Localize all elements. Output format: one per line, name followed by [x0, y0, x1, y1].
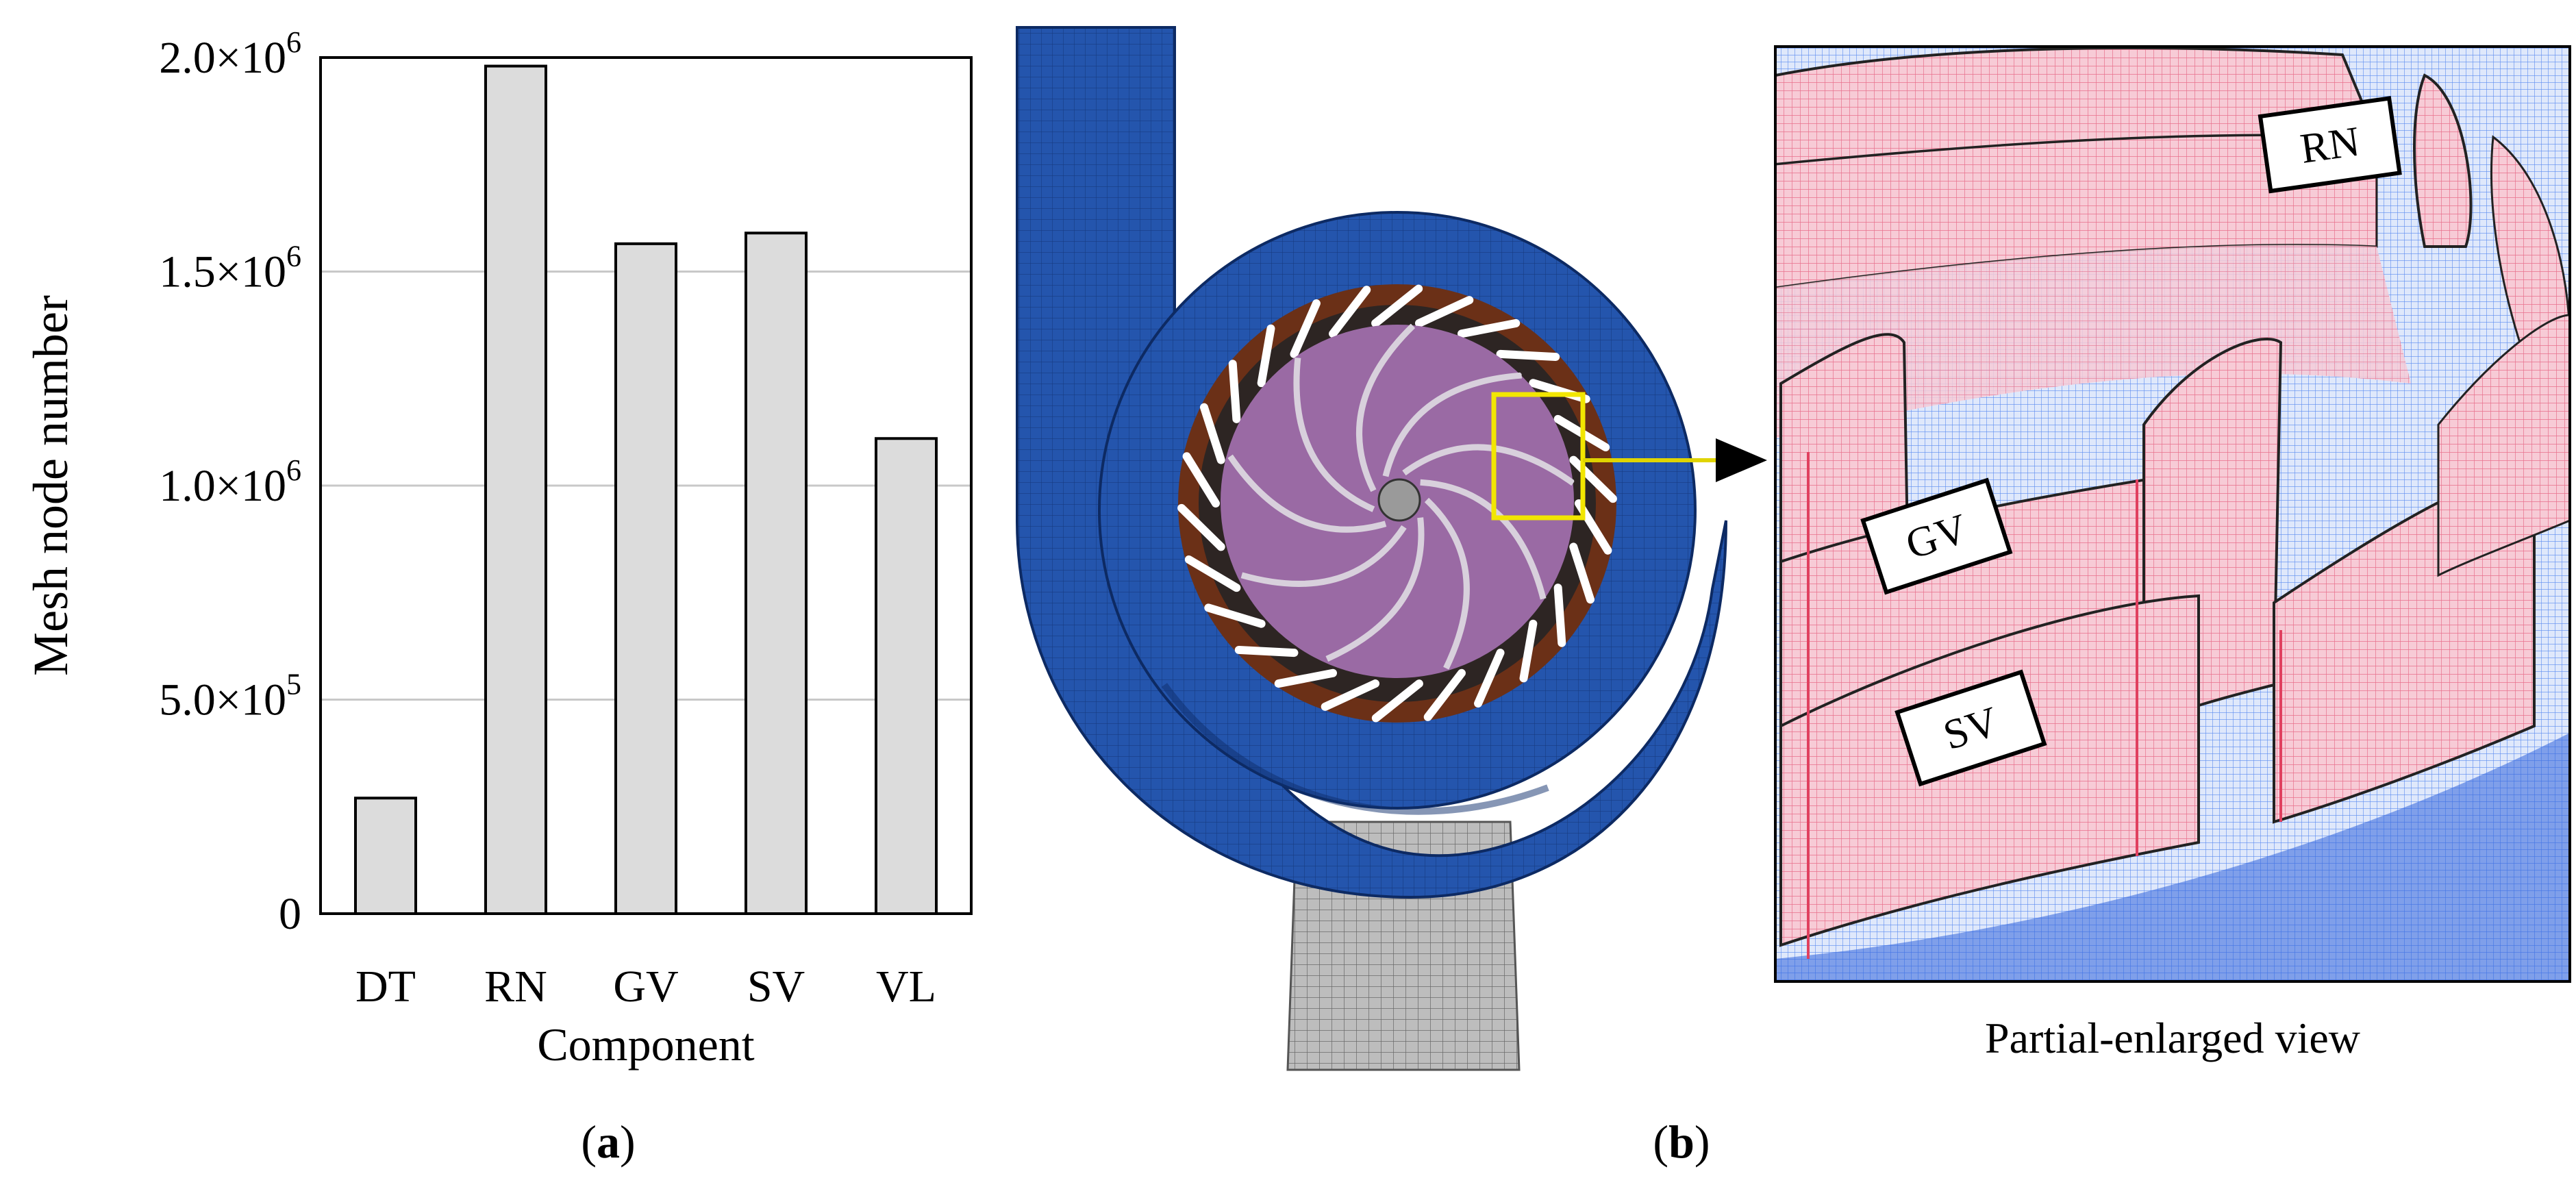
vane: [1569, 455, 1617, 503]
impeller-blades: [1227, 323, 1575, 670]
x-axis-label: Component: [537, 1018, 754, 1070]
bar-vl: [875, 437, 938, 915]
vane: [1177, 503, 1225, 551]
y-tick-labels: 0 5.0×105 1.0×106 1.5×106 2.0×106: [159, 25, 301, 939]
vane: [1553, 584, 1566, 647]
x-tick-label: RN: [484, 962, 547, 1012]
zoom-arrow-icon: [1716, 438, 1767, 482]
impeller-blade: [1356, 323, 1416, 492]
x-tick-labels: DT RN GV SV VL: [355, 962, 936, 1012]
vane: [1228, 360, 1241, 423]
vane: [1321, 679, 1380, 711]
vane: [1204, 603, 1266, 628]
vane: [1290, 299, 1321, 358]
vane: [1234, 645, 1299, 658]
impeller-blade: [1325, 517, 1425, 662]
label-rn: RN: [2258, 96, 2402, 194]
y-tick-label: 0: [279, 889, 301, 939]
zoom-region-box: [1491, 392, 1586, 521]
enlarged-view: RN GV SV Partial-enlarged view: [1774, 45, 2571, 1062]
vane: [1414, 296, 1474, 327]
vane: [1496, 349, 1560, 362]
impeller-blade: [1227, 454, 1387, 533]
bar-chart: 0 5.0×105 1.0×106 1.5×106 2.0×106 DT RN GV SV VL…: [23, 25, 973, 1070]
svg-text:RN: RN: [2297, 118, 2362, 173]
vane: [1474, 649, 1505, 708]
y-tick-label: 2.0×106: [159, 25, 301, 83]
impeller-blade: [1382, 372, 1523, 477]
vane: [1371, 284, 1423, 327]
bar-rn: [484, 64, 547, 915]
label-gv: GV: [1860, 477, 2013, 595]
impeller-blade: [1402, 444, 1575, 486]
hub: [1377, 478, 1421, 522]
y-tick-label: 5.0×105: [159, 668, 301, 725]
vane: [1371, 679, 1423, 723]
bar-series: [354, 64, 938, 915]
vane: [1274, 668, 1338, 688]
pump-mesh-image: [1016, 26, 1767, 1071]
vane: [1182, 452, 1220, 508]
impeller-blade: [1420, 479, 1547, 600]
impeller-blade: [1240, 525, 1407, 587]
bar-dt: [354, 797, 417, 915]
panel-b-label: (b): [1653, 1116, 1710, 1168]
volute-shading: [1161, 683, 1549, 815]
guide-vanes: [1177, 284, 1617, 723]
panel-a-label: (a): [581, 1116, 635, 1168]
impeller-blade: [1293, 357, 1375, 512]
vane: [1519, 619, 1538, 683]
x-tick-label: VL: [876, 962, 936, 1012]
vane: [1257, 324, 1275, 388]
y-tick-label: 1.0×106: [159, 453, 301, 511]
bar-sv: [745, 231, 808, 915]
vane: [1569, 542, 1595, 604]
x-tick-label: DT: [355, 962, 416, 1012]
vane: [1423, 668, 1466, 721]
enlarged-view-caption: Partial-enlarged view: [1985, 1014, 2360, 1062]
x-tick-label: GV: [613, 962, 678, 1012]
impeller-blade: [1424, 497, 1470, 670]
label-sv: SV: [1895, 669, 2047, 787]
vane: [1329, 286, 1371, 338]
y-tick-label: 1.5×106: [159, 240, 301, 297]
plot-frame: [319, 56, 973, 915]
vane: [1199, 403, 1225, 464]
enlarged-view-frame: [1774, 45, 2571, 983]
bar-gv: [614, 242, 677, 915]
x-tick-label: SV: [747, 962, 805, 1012]
y-axis-label: Mesh node number: [23, 295, 78, 676]
vane: [1457, 318, 1521, 338]
vane: [1184, 555, 1241, 592]
